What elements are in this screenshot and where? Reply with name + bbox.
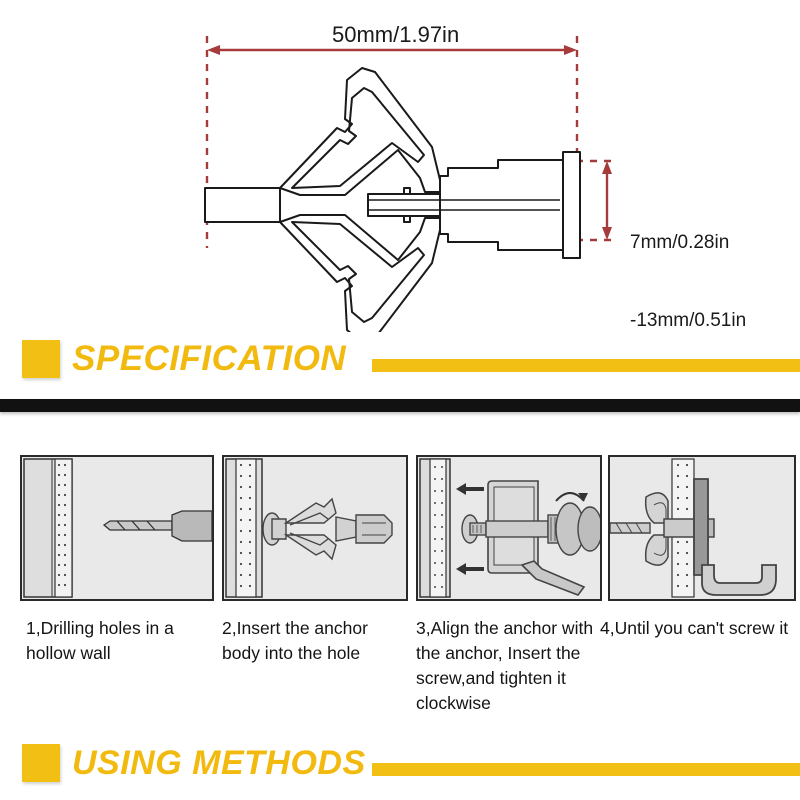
rotation-arrow [555,492,588,502]
height-dimension-label: 7mm/0.28in -13mm/0.51in [630,178,746,386]
step-4-caption: 4,Until you can't screw it [600,618,789,638]
anchor-body-outline [204,67,581,332]
width-dimension-arrow [207,45,577,55]
direction-arrows [456,483,484,575]
using-methods-banner: USING METHODS [0,738,800,794]
anchor-expanded-behind-wall-svg [610,457,794,599]
height-dimension-line-1: 7mm/0.28in [630,232,730,253]
using-methods-title: USING METHODS [72,744,366,782]
banner-rule-line [372,763,800,776]
specification-title: SPECIFICATION [72,339,347,378]
step-3-caption: 3,Align the anchor with the anchor, Inse… [416,618,594,713]
height-dimension-arrow [602,161,612,240]
step-2-caption: 2,Insert the anchor body into the hole [222,618,368,663]
drill-bit-into-hollow-wall-svg [22,457,212,599]
width-dimension-label: 50mm/1.97in [332,22,460,47]
product-dimension-diagram: 50mm/1.97in 7mm/0.28in -13mm/0.51in [0,0,800,332]
banner-square-icon [22,744,60,782]
usage-steps-illustrations [0,455,800,605]
step-1-caption: 1,Drilling holes in a hollow wall [26,618,174,663]
anchor-body-inserted-svg [224,457,406,599]
step-1-illustration [20,455,214,601]
step-3-illustration [416,455,602,601]
usage-steps-captions: 1,Drilling holes in a hollow wall 2,Inse… [0,616,800,731]
banner-rule-line [372,359,800,372]
section-divider [0,399,800,412]
step-2-illustration [222,455,408,601]
height-dimension-line-2: -13mm/0.51in [630,310,747,331]
step-4-illustration [608,455,796,601]
align-and-tighten-screw-svg [418,457,600,599]
banner-square-icon [22,340,60,378]
specification-banner: SPECIFICATION [0,334,800,390]
anchor-technical-drawing [204,36,612,332]
